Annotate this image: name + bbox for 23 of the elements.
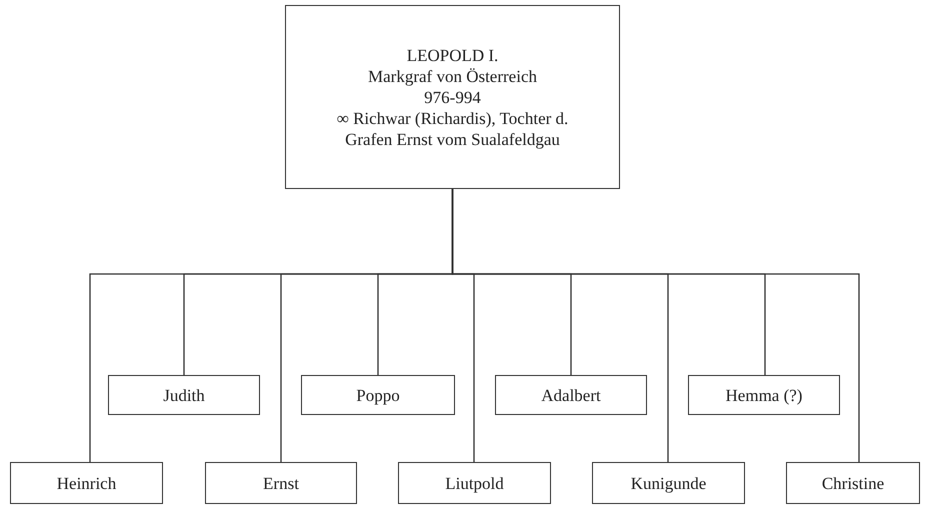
person-name: Poppo <box>356 384 400 406</box>
person-name: Judith <box>163 384 205 406</box>
person-name: Kunigunde <box>630 472 706 494</box>
person-box <box>205 462 357 504</box>
person-box <box>786 462 920 504</box>
biography-text: Markgraf von Österreich <box>368 66 537 86</box>
biography-text: ∞ Richwar (Richardis), Tochter d. Grafen Ernst vom Sualafeldgau <box>336 108 570 150</box>
ancestor-box <box>285 5 620 189</box>
person-box <box>108 375 260 415</box>
person-box <box>592 462 745 504</box>
person-name: Hemma (?) <box>726 384 802 406</box>
person-box <box>495 375 647 415</box>
name-heading: LEOPOLD I. <box>406 44 498 66</box>
person-box <box>301 375 455 415</box>
person-name: Heinrich <box>56 472 116 494</box>
person-box <box>398 462 551 504</box>
person-name: Christine <box>822 472 884 494</box>
person-name: Ernst <box>263 472 299 494</box>
biography-text: 976-994 <box>424 86 481 108</box>
person-name: Liutpold <box>445 472 504 494</box>
person-box <box>688 375 840 415</box>
person-box <box>10 462 163 504</box>
person-name: Adalbert <box>541 384 601 406</box>
